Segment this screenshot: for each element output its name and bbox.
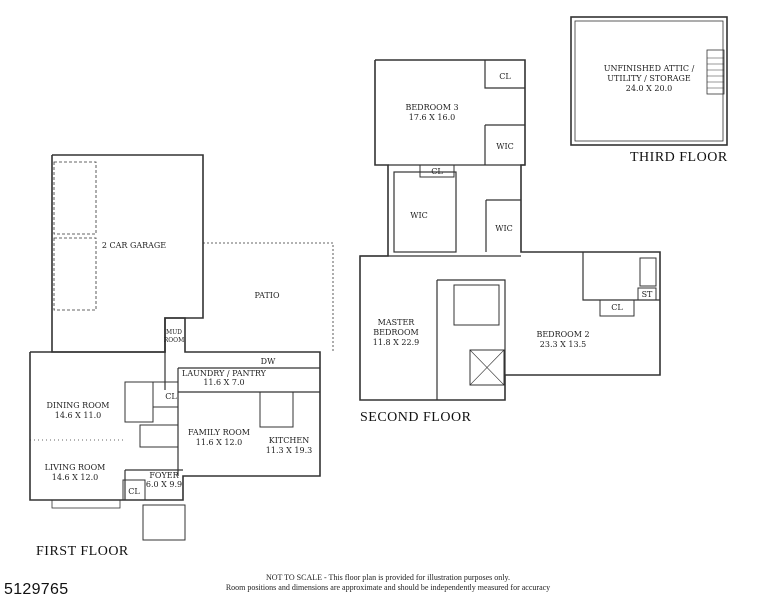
disclaimer-line-1: NOT TO SCALE - This floor plan is provid… [266, 573, 510, 582]
living-dims: 14.6 X 12.0 [52, 473, 98, 482]
kitchen-label: KITCHEN [269, 436, 309, 445]
bedroom2-label: BEDROOM 2 [536, 330, 589, 339]
listing-id: 5129765 [4, 581, 69, 598]
master-sub-label: BEDROOM [373, 328, 418, 337]
patio-outline [203, 242, 334, 352]
wic-label: WIC [496, 142, 514, 151]
bedroom3-dims: 17.6 X 16.0 [409, 113, 455, 122]
kitchen-dims: 11.3 X 19.3 [266, 446, 312, 455]
closet-label: CL [499, 72, 511, 81]
bedroom3-label: BEDROOM 3 [405, 103, 458, 112]
laundry-dims: 11.6 X 7.0 [203, 378, 244, 387]
first-floor-title: FIRST FLOOR [36, 544, 129, 559]
wic-label: WIC [495, 224, 513, 233]
master-label: MASTER [378, 318, 416, 327]
closet-label: CL [128, 487, 140, 496]
wic-label: WIC [410, 211, 428, 220]
mudroom-label: MUD [166, 329, 182, 336]
family-dims: 11.6 X 12.0 [196, 438, 242, 447]
disclaimer-line-2: Room positions and dimensions are approx… [225, 583, 551, 592]
laundry-label: LAUNDRY / PANTRY [182, 369, 267, 378]
patio-label: PATIO [254, 291, 279, 300]
garage-outline [51, 154, 204, 353]
family-label: FAMILY ROOM [188, 428, 250, 437]
closet-label: CL [611, 303, 623, 312]
master-dims: 11.8 X 22.9 [373, 338, 419, 347]
second-floor-title: SECOND FLOOR [360, 410, 472, 425]
closet-label: CL [431, 167, 443, 176]
dining-dims: 14.6 X 11.0 [55, 411, 101, 420]
dining-label: DINING ROOM [47, 401, 110, 410]
garage-label: 2 CAR GARAGE [102, 241, 166, 250]
foyer-dims: 6.0 X 9.9 [146, 480, 182, 489]
stair-label: ST [642, 290, 653, 299]
foyer-label: FOYER [149, 471, 179, 480]
dishwasher-label: DW [261, 357, 276, 366]
attic-outline [570, 16, 728, 146]
closet-label: CL [165, 392, 177, 401]
attic-dims: 24.0 X 20.0 [626, 84, 672, 93]
attic-label: UNFINISHED ATTIC / [604, 64, 695, 73]
third-floor-title: THIRD FLOOR [630, 150, 728, 165]
bedroom2-dims: 23.3 X 13.5 [540, 340, 586, 349]
attic-stairs [706, 49, 725, 95]
mudroom-sub-label: ROOM [164, 337, 185, 344]
attic-sub-label: UTILITY / STORAGE [607, 74, 691, 83]
living-label: LIVING ROOM [45, 463, 106, 472]
